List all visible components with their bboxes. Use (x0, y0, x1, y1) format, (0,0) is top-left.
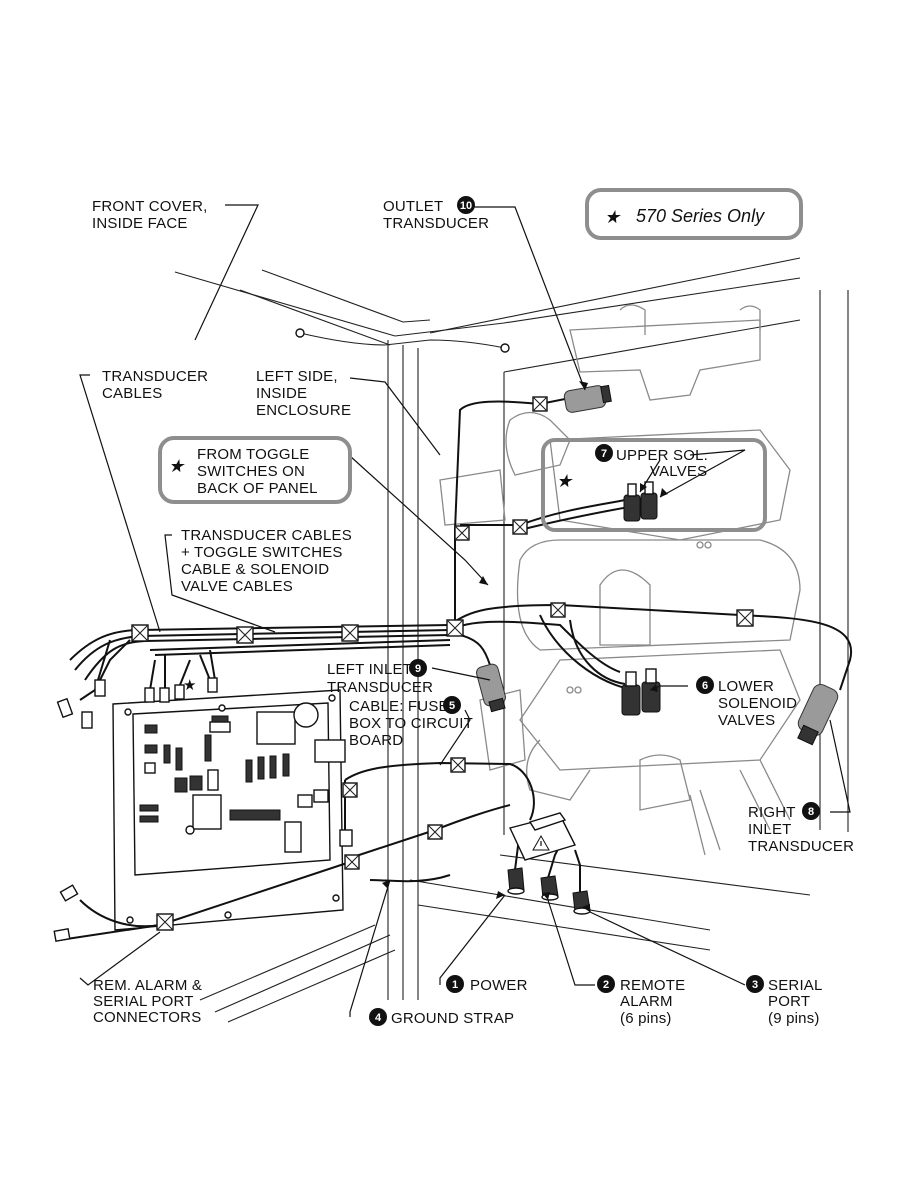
circuit-board-panel (112, 689, 346, 931)
front-cover-hinge (295, 328, 510, 353)
svg-text:TRANSDUCER: TRANSDUCER (748, 838, 854, 855)
series-legend: ★ 570 Series Only (585, 188, 803, 240)
star-icon: ★ (604, 207, 621, 227)
number-badge-3: 3 (752, 979, 758, 991)
svg-text:RIGHT: RIGHT (748, 804, 796, 821)
number-badge-6: 6 (702, 680, 708, 692)
power-connector (507, 867, 525, 895)
label-outlet-transducer: OUTLET TRANSDUCER 10 (383, 196, 489, 232)
svg-text:CABLE & SOLENOID: CABLE & SOLENOID (181, 561, 329, 578)
number-badge-2: 2 (603, 979, 609, 991)
upper-sol-valves-box: ★ (541, 438, 767, 532)
svg-text:SERIAL PORT: SERIAL PORT (93, 993, 194, 1010)
lower-solenoid-valves (621, 668, 661, 716)
svg-text:TRANSDUCER: TRANSDUCER (383, 215, 489, 232)
svg-text:POWER: POWER (470, 977, 528, 994)
svg-text:REMOTE: REMOTE (620, 977, 685, 994)
svg-text:OUTLET: OUTLET (383, 198, 443, 215)
svg-text:TRANSDUCER: TRANSDUCER (327, 679, 433, 696)
svg-text:SOLENOID: SOLENOID (718, 695, 797, 712)
svg-text:BOARD: BOARD (349, 732, 403, 749)
label-power: 1 POWER (446, 975, 528, 994)
svg-text:INLET: INLET (748, 821, 792, 838)
svg-text:BOX TO CIRCUIT: BOX TO CIRCUIT (349, 715, 473, 732)
number-badge-5: 5 (449, 700, 455, 712)
label-rem-alarm: REM. ALARM & SERIAL PORT CONNECTORS (93, 977, 202, 1026)
svg-text:(9 pins): (9 pins) (768, 1010, 820, 1027)
label-cable-fuse: CABLE: FUSE BOX TO CIRCUIT BOARD 5 (349, 696, 473, 749)
number-badge-7: 7 (601, 448, 607, 460)
from-toggle-line-2: SWITCHES ON (197, 463, 305, 480)
svg-text:CABLES: CABLES (102, 385, 162, 402)
label-transducer-cables-toggle: TRANSDUCER CABLES + TOGGLE SWITCHES CABL… (181, 527, 352, 595)
label-transducer-cables: TRANSDUCER CABLES (102, 368, 208, 402)
from-toggle-line-1: FROM TOGGLE (197, 446, 310, 463)
from-toggle-line-3: BACK OF PANEL (197, 480, 318, 497)
svg-text:PORT: PORT (768, 993, 810, 1010)
svg-text:LEFT INLET: LEFT INLET (327, 661, 412, 678)
cable-ties (131, 396, 754, 931)
number-badge-4: 4 (375, 1012, 382, 1024)
upper-solenoid-valves (623, 481, 658, 522)
svg-text:CONNECTORS: CONNECTORS (93, 1009, 201, 1026)
label-lower-solenoid: 6 LOWER SOLENOID VALVES (696, 676, 797, 729)
left-inlet-transducer (476, 663, 506, 713)
enclosure-frame (174, 257, 849, 1023)
serial-port-connector (572, 890, 591, 915)
number-badge-9: 9 (415, 663, 421, 675)
fuse-box (509, 812, 576, 861)
label-left-side: LEFT SIDE, INSIDE ENCLOSURE (256, 368, 351, 419)
svg-text:LOWER: LOWER (718, 678, 774, 695)
label-left-inlet: LEFT INLET TRANSDUCER 9 (327, 659, 433, 696)
label-right-inlet: RIGHT 8 INLET TRANSDUCER (748, 802, 854, 855)
legend-text: 570 Series Only (636, 206, 765, 226)
svg-text:INSIDE: INSIDE (256, 385, 307, 402)
svg-text:+ TOGGLE SWITCHES: + TOGGLE SWITCHES (181, 544, 343, 561)
svg-text:INSIDE FACE: INSIDE FACE (92, 215, 188, 232)
svg-text:VALVE CABLES: VALVE CABLES (181, 578, 293, 595)
right-inlet-transducer (797, 683, 839, 746)
svg-text:ALARM: ALARM (620, 993, 673, 1010)
number-badge-8: 8 (808, 806, 814, 818)
svg-text:CABLE: FUSE: CABLE: FUSE (349, 698, 449, 715)
svg-text:SERIAL: SERIAL (768, 977, 823, 994)
label-front-cover: FRONT COVER, INSIDE FACE (92, 198, 207, 232)
arrowheads (382, 381, 668, 912)
svg-text:GROUND STRAP: GROUND STRAP (391, 1010, 514, 1027)
star-icon: ★ (183, 677, 197, 694)
svg-text:FRONT COVER,: FRONT COVER, (92, 198, 207, 215)
from-toggle-box: ★ FROM TOGGLE SWITCHES ON BACK OF PANEL (158, 436, 352, 504)
left-cable-connectors (53, 677, 353, 942)
svg-text:VALVES: VALVES (718, 712, 775, 729)
label-ground-strap: 4 GROUND STRAP (369, 1008, 514, 1027)
svg-text:(6 pins): (6 pins) (620, 1010, 672, 1027)
leader-lines (79, 204, 851, 1017)
svg-text:VALVES: VALVES (650, 463, 707, 480)
svg-text:TRANSDUCER CABLES: TRANSDUCER CABLES (181, 527, 352, 544)
label-remote-alarm: 2 REMOTE ALARM (6 pins) (597, 975, 685, 1027)
svg-text:ENCLOSURE: ENCLOSURE (256, 402, 351, 419)
label-serial-port: 3 SERIAL PORT (9 pins) (746, 975, 823, 1027)
star-icon: ★ (168, 456, 185, 476)
manifold-outline (439, 304, 801, 856)
svg-text:LEFT SIDE,: LEFT SIDE, (256, 368, 338, 385)
remote-alarm-connector (540, 875, 559, 901)
star-icon: ★ (556, 471, 573, 491)
number-badge-10: 10 (460, 200, 472, 212)
outlet-transducer (563, 384, 612, 413)
svg-text:UPPER SOL.: UPPER SOL. (616, 447, 708, 464)
number-badge-1: 1 (452, 979, 458, 991)
svg-text:TRANSDUCER: TRANSDUCER (102, 368, 208, 385)
svg-text:REM. ALARM &: REM. ALARM & (93, 977, 202, 994)
label-upper-sol: 7 UPPER SOL. VALVES (595, 444, 708, 480)
